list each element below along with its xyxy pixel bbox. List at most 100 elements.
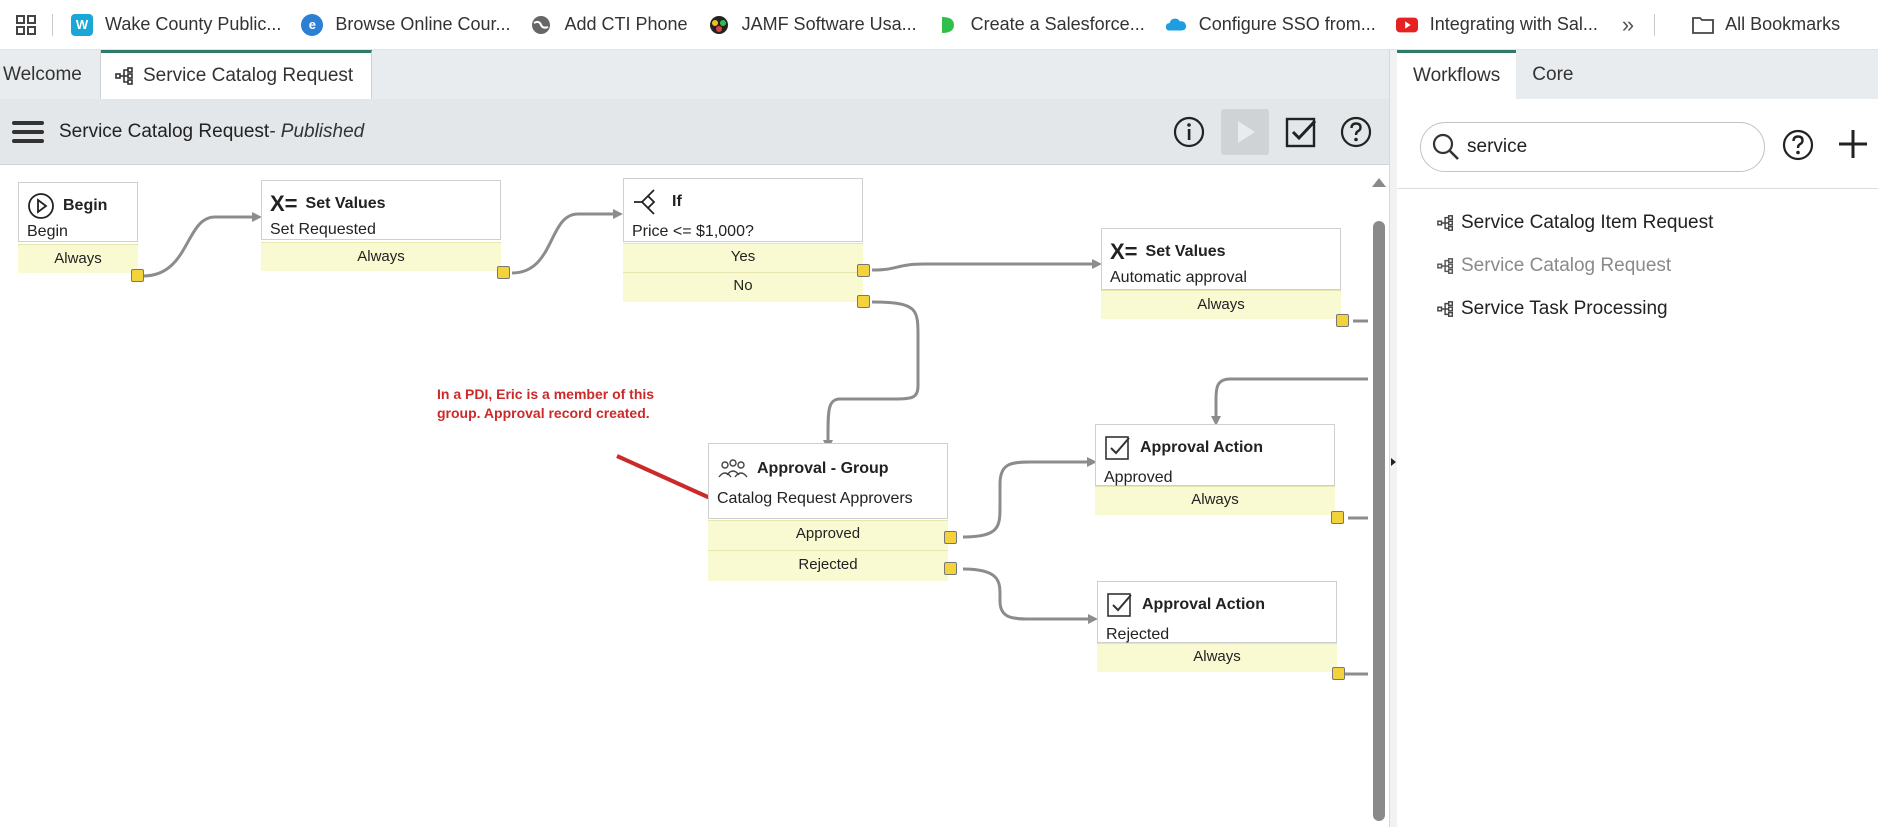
node-set-values-automatic[interactable]: X= Set Values Automatic approval: [1101, 228, 1341, 290]
apps-grid-icon[interactable]: [0, 0, 52, 50]
toolbox-help-button[interactable]: [1781, 128, 1815, 167]
output-always: Always: [18, 244, 138, 273]
toolbox-panel: Workflows Core Service Catalog Item Requ…: [1397, 50, 1878, 827]
tab-label: Core: [1532, 63, 1574, 85]
node-title: Begin: [63, 197, 108, 214]
tab-label: Workflows: [1413, 65, 1501, 86]
tab-workflows[interactable]: Workflows: [1397, 50, 1517, 99]
output-always: Always: [1095, 486, 1335, 515]
tab-service-catalog-request[interactable]: Service Catalog Request: [101, 50, 373, 99]
youtube-icon: [1395, 14, 1418, 36]
node-subtitle: Approved: [1104, 469, 1173, 486]
output-port[interactable]: [857, 264, 870, 277]
search-input[interactable]: [1467, 136, 1747, 158]
node-if[interactable]: If Price <= $1,000?: [623, 178, 863, 242]
node-begin[interactable]: Begin Begin: [18, 182, 138, 242]
bookmarks-separator: [1654, 13, 1656, 36]
output-port[interactable]: [857, 295, 870, 308]
checkbox-icon: [1285, 117, 1317, 148]
bookmark-label: Browse Online Cour...: [335, 14, 511, 34]
bookmarks-separator: [52, 13, 53, 36]
node-subtitle: Price <= $1,000?: [632, 223, 754, 240]
output-port[interactable]: [944, 562, 957, 575]
bookmark-label: Integrating with Sal...: [1429, 14, 1598, 34]
bookmark-label: Wake County Public...: [105, 14, 282, 34]
output-rejected: Rejected: [708, 550, 948, 581]
run-button[interactable]: [1221, 109, 1269, 155]
node-subtitle: Rejected: [1106, 626, 1170, 643]
node-approval-action-rejected[interactable]: Approval Action Rejected: [1097, 581, 1337, 643]
node-title: Set Values: [1145, 243, 1226, 260]
panel-splitter[interactable]: [1389, 50, 1397, 827]
bookmark-label: Add CTI Phone: [564, 14, 688, 34]
node-subtitle: Set Requested: [270, 221, 376, 238]
connector-lines: [142, 209, 1368, 676]
output-always: Always: [1097, 643, 1337, 672]
workflow-title: Service Catalog Request: [59, 120, 270, 142]
globe-icon: [530, 14, 552, 36]
workflow-search-box[interactable]: [1420, 122, 1765, 172]
tab-label: Welcome: [3, 63, 82, 85]
workflow-canvas[interactable]: In a PDI, Eric is a member of this group…: [0, 166, 1368, 827]
canvas-scrollbar[interactable]: [1370, 166, 1388, 827]
begin-icon: [28, 193, 54, 219]
output-yes: Yes: [623, 243, 863, 272]
output-approved: Approved: [708, 520, 948, 550]
branch-icon: [634, 189, 656, 215]
output-no: No: [623, 272, 863, 302]
node-subtitle: Catalog Request Approvers: [717, 490, 913, 507]
more-bookmarks-button[interactable]: »: [1621, 11, 1635, 37]
node-title: Approval Action: [1142, 596, 1265, 613]
edge-style-icon: e: [301, 13, 324, 36]
bookmark-label: JAMF Software Usa...: [741, 14, 917, 34]
node-title: Approval Action: [1140, 439, 1263, 456]
info-button[interactable]: [1165, 109, 1213, 155]
output-port[interactable]: [1332, 667, 1345, 680]
workflow-result-label: Service Catalog Item Request: [1461, 212, 1714, 233]
node-set-values-requested[interactable]: X= Set Values Set Requested: [261, 180, 501, 240]
tab-welcome[interactable]: Welcome: [0, 50, 101, 99]
workflow-result-item[interactable]: Service Task Processing: [1437, 298, 1668, 320]
bookmark-integrating-sal[interactable]: Integrating with Sal...: [1388, 7, 1610, 43]
workflow-icon: [1437, 301, 1454, 317]
play-icon: [1238, 121, 1255, 143]
bookmark-wake-county[interactable]: W Wake County Public...: [63, 7, 293, 43]
bookmark-create-salesforce[interactable]: Create a Salesforce...: [929, 7, 1157, 43]
all-bookmarks-button[interactable]: All Bookmarks: [1691, 14, 1840, 35]
output-always: Always: [261, 242, 501, 271]
set-values-icon: X=: [270, 191, 298, 216]
bookmark-jamf[interactable]: JAMF Software Usa...: [700, 7, 929, 43]
node-title: If: [672, 193, 682, 210]
output-port[interactable]: [1336, 314, 1349, 327]
tab-core[interactable]: Core: [1516, 50, 1589, 99]
menu-icon[interactable]: [12, 120, 44, 143]
help-button[interactable]: [1332, 109, 1380, 155]
plus-icon: [1839, 130, 1867, 158]
output-port[interactable]: [944, 531, 957, 544]
workflow-icon: [1437, 215, 1454, 231]
toolbox-tabs: Workflows Core: [1397, 50, 1878, 99]
bookmarks-bar: W Wake County Public... e Browse Online …: [0, 0, 1878, 50]
scrollbar-thumb[interactable]: [1373, 221, 1385, 821]
scroll-up-arrow-icon[interactable]: [1372, 178, 1386, 187]
all-bookmarks-label: All Bookmarks: [1725, 14, 1841, 34]
node-subtitle: Begin: [27, 223, 68, 240]
output-port[interactable]: [497, 266, 510, 279]
annotation-arrow: [616, 454, 711, 500]
validate-button[interactable]: [1277, 109, 1325, 155]
bookmark-configure-sso[interactable]: Configure SSO from...: [1157, 7, 1388, 43]
add-workflow-button[interactable]: [1835, 126, 1871, 167]
wake-county-icon: W: [71, 13, 93, 36]
editor-tabs: Welcome Service Catalog Request: [0, 50, 1390, 99]
output-port[interactable]: [1331, 511, 1344, 524]
bookmark-browse-courses[interactable]: e Browse Online Cour...: [293, 7, 522, 43]
workflow-result-item[interactable]: Service Catalog Request: [1437, 255, 1671, 277]
bookmark-add-cti-phone[interactable]: Add CTI Phone: [522, 7, 699, 43]
collapse-arrow-icon[interactable]: [1391, 458, 1396, 466]
info-icon: [1173, 116, 1205, 148]
output-port[interactable]: [131, 269, 144, 282]
node-approval-group[interactable]: Approval - Group Catalog Request Approve…: [708, 443, 948, 519]
salesforce-cloud-icon: [1165, 14, 1187, 36]
node-approval-action-approved[interactable]: Approval Action Approved: [1095, 424, 1335, 486]
workflow-result-item[interactable]: Service Catalog Item Request: [1437, 212, 1713, 234]
